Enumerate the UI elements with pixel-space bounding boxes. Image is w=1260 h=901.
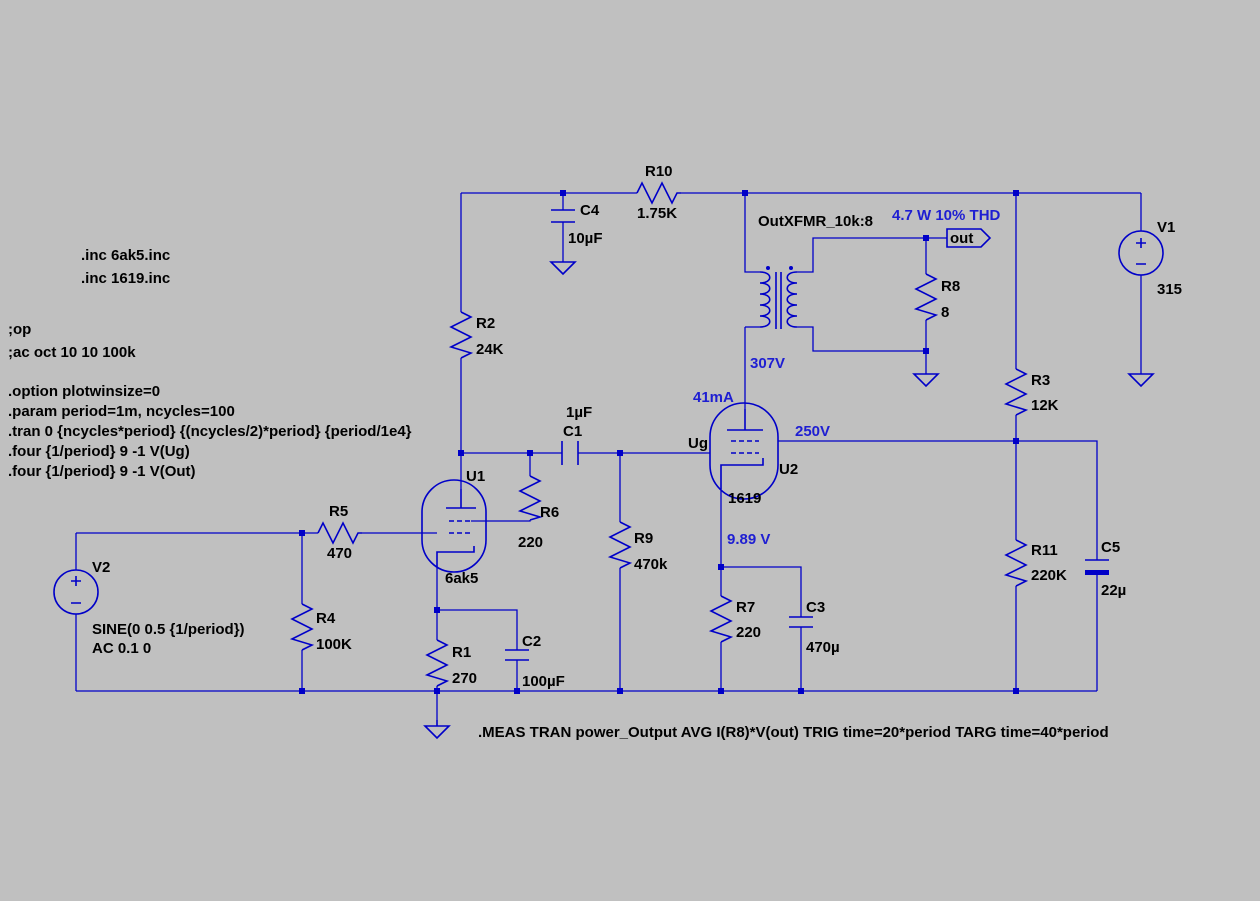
resistor-r8[interactable] <box>913 273 939 321</box>
voltage-source-v2[interactable] <box>53 569 99 615</box>
r8-value: 8 <box>941 304 949 321</box>
directive-inc-1619[interactable]: .inc 1619.inc <box>81 270 170 287</box>
ground-icon <box>423 725 451 740</box>
r6-name: R6 <box>540 504 559 521</box>
transformer-label: OutXFMR_10k:8 <box>758 213 873 230</box>
resistor-r11[interactable] <box>1003 539 1029 587</box>
capacitor-c4[interactable] <box>551 209 575 223</box>
ground-icon <box>549 261 577 276</box>
v1-name: V1 <box>1157 219 1175 236</box>
capacitor-c1[interactable] <box>561 441 579 465</box>
r2-value: 24K <box>476 341 504 358</box>
r9-name: R9 <box>634 530 653 547</box>
vacuum-tube-u1[interactable] <box>421 479 487 573</box>
resistor-r10[interactable] <box>636 181 681 205</box>
directive-option[interactable]: .option plotwinsize=0 <box>8 383 160 400</box>
c1-name: C1 <box>563 423 582 440</box>
net-label-out: out <box>950 230 973 247</box>
c2-value: 100µF <box>522 673 565 690</box>
v2-value-ac: AC 0.1 0 <box>92 640 151 657</box>
r5-value: 470 <box>327 545 352 562</box>
resistor-r9[interactable] <box>607 521 633 569</box>
v2-value-sine: SINE(0 0.5 {1/period}) <box>92 621 245 638</box>
r7-name: R7 <box>736 599 755 616</box>
resistor-r5[interactable] <box>317 521 362 545</box>
capacitor-c3[interactable] <box>789 616 813 628</box>
c1-value: 1µF <box>566 404 592 421</box>
r10-value: 1.75K <box>637 205 677 222</box>
directive-four-out[interactable]: .four {1/period} 9 -1 V(Out) <box>8 463 196 480</box>
r10-name: R10 <box>645 163 673 180</box>
c4-name: C4 <box>580 202 600 219</box>
resistor-r6[interactable] <box>517 475 543 521</box>
c3-name: C3 <box>806 599 825 616</box>
transformer-icon[interactable] <box>759 266 798 329</box>
capacitor-c2[interactable] <box>505 649 529 661</box>
cathode-voltage-annotation: 9.89 V <box>727 531 770 548</box>
r11-value: 220K <box>1031 567 1067 584</box>
directive-four-ug[interactable]: .four {1/period} 9 -1 V(Ug) <box>8 443 190 460</box>
u1-name: U1 <box>466 468 485 485</box>
u2-name: U2 <box>779 461 798 478</box>
r2-name: R2 <box>476 315 495 332</box>
c5-name: C5 <box>1101 539 1120 556</box>
r4-value: 100K <box>316 636 352 653</box>
u1-value: 6ak5 <box>445 570 478 587</box>
r11-name: R11 <box>1031 542 1058 559</box>
r1-value: 270 <box>452 670 477 687</box>
resistor-r7[interactable] <box>708 595 734 643</box>
resistor-r4[interactable] <box>289 603 315 651</box>
r3-value: 12K <box>1031 397 1059 414</box>
resistor-r2[interactable] <box>448 311 474 359</box>
voltage-source-v1[interactable] <box>1118 230 1164 276</box>
power-annotation: 4.7 W 10% THD <box>892 207 1001 224</box>
plate-voltage-annotation: 307V <box>750 355 785 372</box>
capacitor-c5[interactable] <box>1085 559 1109 575</box>
vacuum-tube-u2[interactable] <box>709 402 779 500</box>
ground-icon <box>1127 373 1155 388</box>
ug-net-label: Ug <box>688 435 708 452</box>
directive-inc-6ak5[interactable]: .inc 6ak5.inc <box>81 247 170 264</box>
ground-icon <box>912 373 940 388</box>
r6-value: 220 <box>518 534 543 551</box>
r3-name: R3 <box>1031 372 1050 389</box>
net-flag-icon <box>946 228 992 248</box>
u2-value: 1619 <box>728 490 761 507</box>
r9-value: 470k <box>634 556 668 573</box>
resistor-r3[interactable] <box>1003 368 1029 416</box>
v1-value: 315 <box>1157 281 1182 298</box>
wires <box>75 192 1142 720</box>
resistor-r1[interactable] <box>424 639 450 687</box>
directive-tran[interactable]: .tran 0 {ncycles*period} {(ncycles/2)*pe… <box>8 423 412 440</box>
plate-current-annotation: 41mA <box>693 389 734 406</box>
v2-name: V2 <box>92 559 110 576</box>
c5-value: 22µ <box>1101 582 1126 599</box>
r4-name: R4 <box>316 610 336 627</box>
screen-voltage-annotation: 250V <box>795 423 830 440</box>
directive-ac[interactable]: ;ac oct 10 10 100k <box>8 344 136 361</box>
directive-op[interactable]: ;op <box>8 321 31 338</box>
c3-value: 470µ <box>806 639 840 656</box>
r8-name: R8 <box>941 278 960 295</box>
r5-name: R5 <box>329 503 348 520</box>
directive-param[interactable]: .param period=1m, ncycles=100 <box>8 403 235 420</box>
junctions <box>299 190 1019 694</box>
directive-meas[interactable]: .MEAS TRAN power_Output AVG I(R8)*V(out)… <box>478 724 1109 741</box>
r7-value: 220 <box>736 624 761 641</box>
r1-name: R1 <box>452 644 471 661</box>
c2-name: C2 <box>522 633 541 650</box>
c4-value: 10µF <box>568 230 603 247</box>
